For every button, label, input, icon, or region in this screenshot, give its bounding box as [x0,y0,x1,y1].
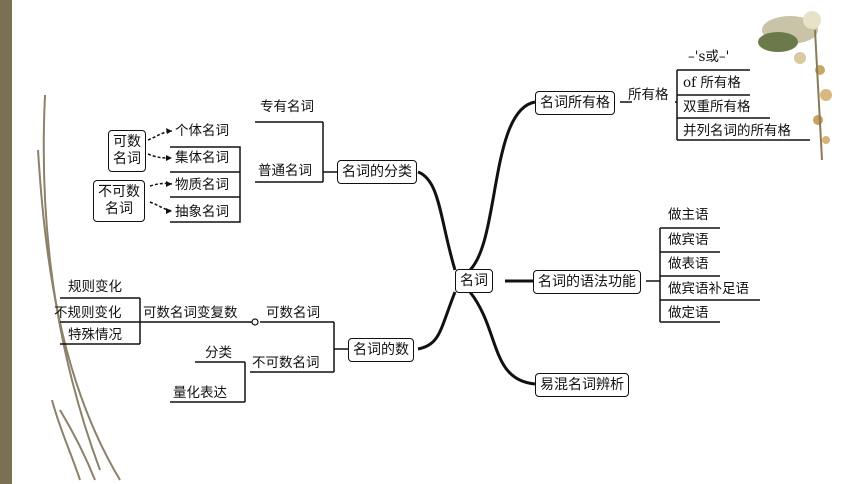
function-object-complement: 做宾语补足语 [668,281,749,297]
common-noun-label: 普通名词 [258,163,312,179]
confusing-node: 易混名词辨析 [535,373,629,397]
possessive-sub-label: 所有格 [628,87,669,103]
function-subject: 做主语 [668,207,709,223]
countable-line2: 名词 [113,151,141,167]
special-case-label: 特殊情况 [68,327,122,343]
decorative-flower-illustration [758,11,832,161]
function-predicative: 做表语 [668,256,709,272]
countable-line1: 可数 [113,134,141,150]
uncountable-line1: 不可数 [98,184,140,200]
collective-noun-label: 集体名词 [175,150,229,166]
root-node: 名词 [455,269,493,293]
function-attributive: 做定语 [668,305,709,321]
countable-group-node: 可数 名词 [108,130,146,172]
regular-change-label: 规则变化 [68,279,122,295]
plural-change-label: 可数名词变复数 [143,305,238,321]
possessive-item-double: 双重所有格 [683,99,751,115]
uncountable-category-label: 分类 [205,345,232,361]
arrowheads [166,128,172,214]
possessive-item-of: of 所有格 [683,75,741,91]
decorative-grass-lines [37,94,121,481]
uncountable-group-node: 不可数 名词 [93,180,145,222]
material-noun-label: 物质名词 [175,177,229,193]
uncountable-line2: 名词 [105,201,133,217]
possessive-item-s: –'s或–' [688,49,730,65]
irregular-change-label: 不规则变化 [54,305,122,321]
possessive-node: 名词所有格 [535,91,615,115]
uncountable-noun-label: 不可数名词 [252,355,320,371]
possessive-item-joint: 并列名词的所有格 [683,123,791,139]
number-node: 名词的数 [348,338,414,362]
individual-noun-label: 个体名词 [175,123,229,139]
classification-node: 名词的分类 [337,160,417,184]
quantification-label: 量化表达 [173,385,227,401]
abstract-noun-label: 抽象名词 [175,204,229,220]
proper-noun-label: 专有名词 [260,99,314,115]
left-sidebar-bar [0,0,12,484]
function-node: 名词的语法功能 [533,270,641,294]
countable-noun-label: 可数名词 [266,305,320,321]
function-object: 做宾语 [668,232,709,248]
